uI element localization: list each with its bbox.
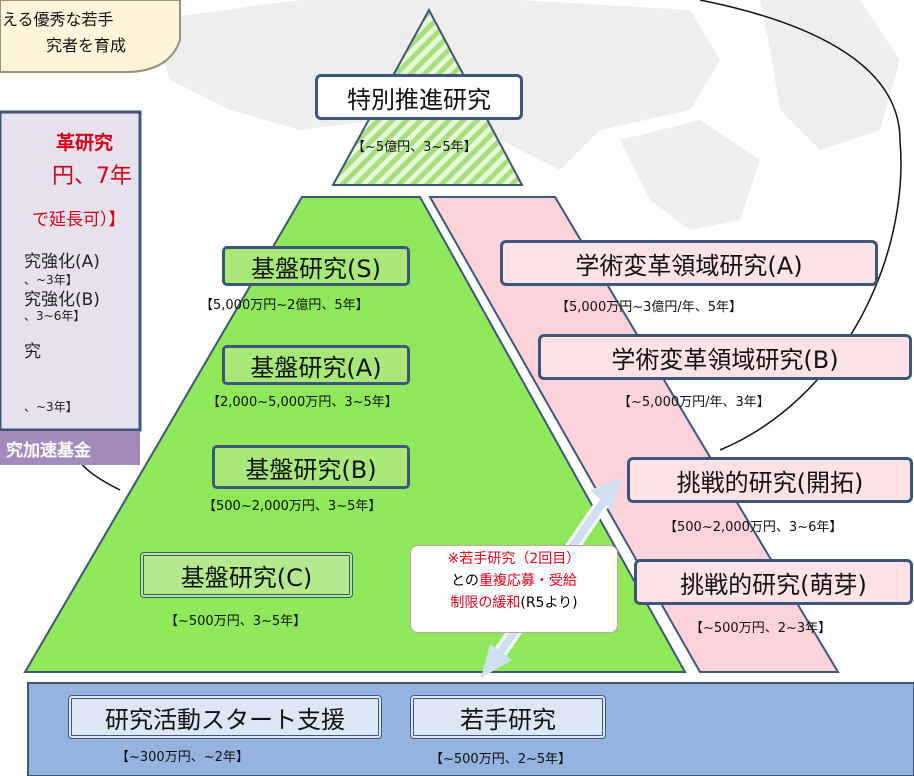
left-fund-bar: [0, 431, 140, 465]
left-item-3-sub: 、~3年】: [24, 400, 78, 414]
kiban-b-sub: 【500~2,000万円、3~5年】: [203, 499, 382, 514]
challenging-pioneering-box: 挑戦的研究(開拓): [627, 457, 913, 503]
left-panel-title: 革研究: [56, 132, 114, 154]
left-item-3-label: 究: [24, 342, 41, 362]
top-bubble-shape: [0, 0, 181, 73]
top-bubble-line2: 究者を育成: [46, 36, 127, 55]
special-promotion-box: 特別推進研究: [315, 74, 523, 120]
kiban-b-box: 基盤研究(B): [212, 445, 410, 489]
left-item-1-sub: 、~3年】: [24, 273, 78, 287]
young-note-line2-em: 重複応募・受給: [478, 573, 577, 589]
young-note-line2: との重複応募・受給: [411, 570, 617, 592]
left-panel-bg: [0, 110, 142, 432]
challenging-exploratory-sub: 【~500万円、2~3年】: [690, 621, 832, 636]
young-note-line3-post: (R5より): [520, 595, 578, 611]
special-promotion-sub: 【~5億円、3~5年】: [352, 140, 477, 155]
left-fund-label: 究加速基金: [6, 441, 91, 461]
kiban-c-box: 基盤研究(C): [140, 552, 353, 598]
young-note-line3-em: 制限の緩和: [450, 595, 521, 611]
left-item-1-label: 究強化(A): [24, 252, 100, 272]
young-research-sub: 【~500万円、2~5年】: [430, 752, 572, 767]
left-item-2-sub: 、3~6年】: [24, 309, 86, 323]
kiban-a-box: 基盤研究(A): [222, 345, 410, 385]
young-research-box: 若手研究: [410, 695, 606, 739]
young-note-line1: ※若手研究（2回目）: [447, 551, 581, 567]
transformative-a-box: 学術変革領域研究(A): [500, 240, 878, 286]
left-panel-extension: で延長可）】: [32, 210, 126, 230]
world-map-shading: [150, 0, 900, 230]
startup-support-box: 研究活動スタート支援: [68, 695, 382, 739]
left-item-2-label: 究強化(B): [24, 290, 100, 310]
top-bubble-line1: える優秀な若手: [2, 10, 114, 29]
kiban-s-box: 基盤研究(S): [222, 246, 410, 286]
startup-support-sub: 【~300万円、~2年】: [116, 750, 249, 765]
kiban-a-sub: 【2,000~5,000万円、3~5年】: [207, 395, 398, 410]
transformative-a-sub: 【5,000万円~3億円/年、5年】: [556, 300, 743, 315]
transformative-band: [428, 196, 840, 673]
challenging-exploratory-box: 挑戦的研究(萌芽): [634, 559, 913, 605]
transformative-b-box: 学術変革領域研究(B): [538, 334, 912, 380]
young-note-line3: 制限の緩和(R5より): [411, 592, 617, 614]
kiban-s-sub: 【5,000万円~2億円、5年】: [200, 298, 369, 313]
transformative-b-sub: 【~5,000万円/年、3年】: [618, 395, 770, 410]
challenging-pioneering-sub: 【500~2,000万円、3~6年】: [664, 520, 843, 535]
young-note-box: ※若手研究（2回目） との重複応募・受給 制限の緩和(R5より): [410, 545, 618, 633]
young-note-line2-pre: との: [451, 573, 479, 589]
kiban-c-sub: 【~500万円、3~5年】: [165, 614, 307, 629]
left-panel-amount: 円、7年: [52, 164, 132, 189]
